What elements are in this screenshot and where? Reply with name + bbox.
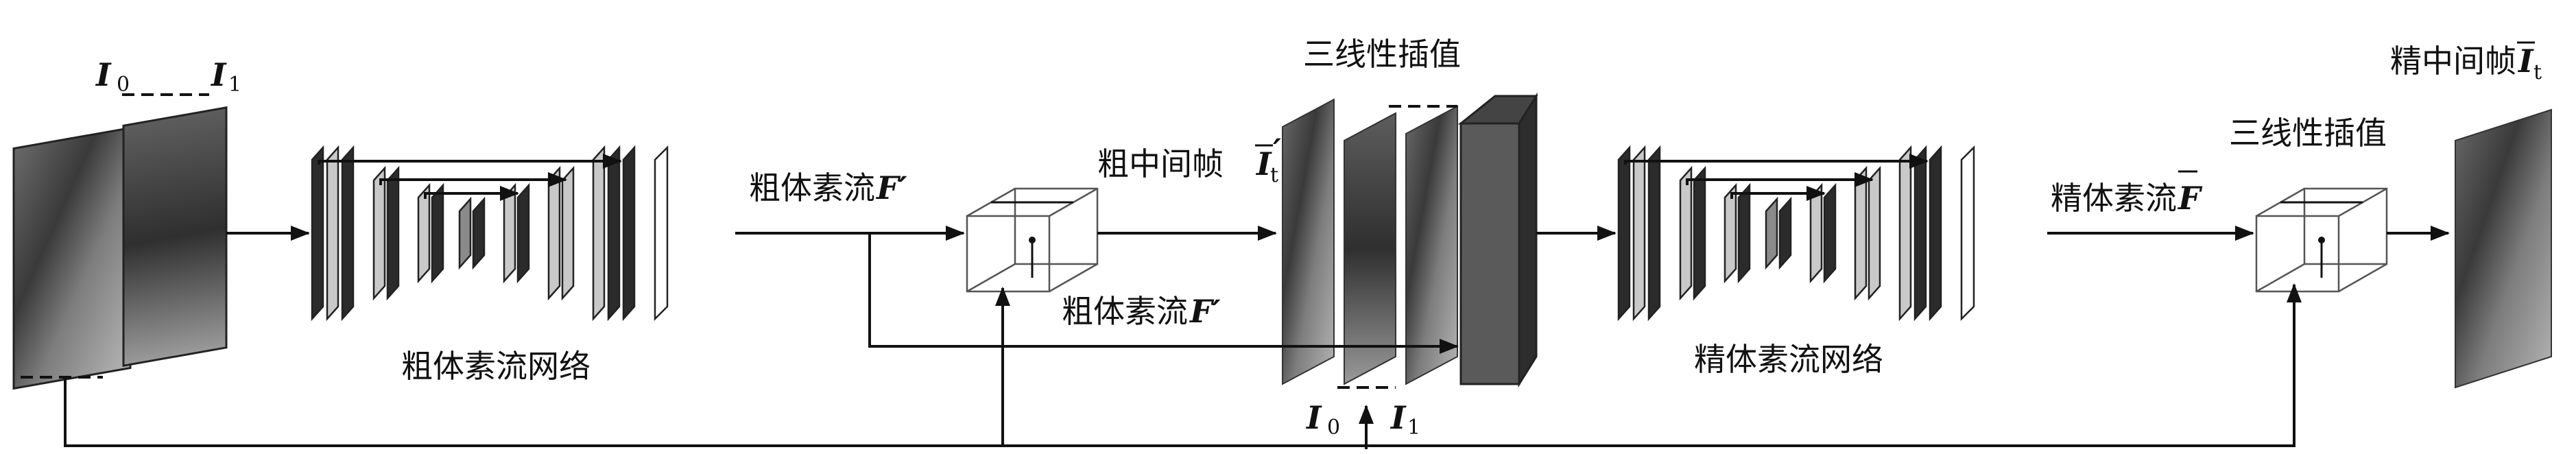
- fine-flow-symbol: F: [2177, 180, 2203, 217]
- network-layer: [561, 165, 575, 301]
- network-layer: [472, 196, 486, 270]
- network-layer: [1693, 165, 1706, 301]
- skip-connection: [1730, 186, 1826, 201]
- skip-connection: [424, 186, 519, 201]
- input-i0-label: I: [95, 56, 112, 93]
- network-layer: [1632, 145, 1646, 322]
- network-layer: [1913, 145, 1927, 322]
- trilinear-cube-1: [966, 187, 1099, 293]
- bottom-skip-line: [64, 283, 2302, 447]
- coarse-mid-symbol: I: [1255, 145, 1272, 182]
- coarse-network-label: 粗体素流网络: [401, 348, 591, 385]
- trilinear-label-right: 三线性插值: [2229, 115, 2387, 152]
- input-i0-sub: 0: [117, 73, 130, 97]
- network-layer: [1765, 196, 1778, 270]
- network-layer: [1929, 145, 1942, 322]
- network-layer: [386, 165, 400, 301]
- bottom-i1-label: I: [1390, 399, 1407, 436]
- network-layer: [592, 145, 606, 322]
- network-layer: [1679, 165, 1693, 301]
- coarse-mid-frames: [1282, 92, 1538, 389]
- network-layer: [503, 182, 516, 284]
- skip-connection: [379, 172, 567, 187]
- network-layer: [1898, 145, 1912, 322]
- bottom-i1-sub: 1: [1407, 416, 1420, 440]
- trilinear-cube-2: [2255, 187, 2388, 293]
- network-layer: [458, 196, 472, 270]
- coarse-flow-label-2: 粗体素流: [1062, 293, 1188, 330]
- network-layer: [1737, 182, 1751, 284]
- input-frame-i1: [122, 106, 228, 368]
- coarse-mid-prime: ′: [1273, 132, 1281, 169]
- fine-voxel-flow-network: [1617, 145, 1975, 322]
- skip-connection: [1686, 172, 1874, 187]
- input-frame-i0: [12, 126, 132, 390]
- input-i1-sub: 1: [228, 73, 241, 97]
- network-layer: [1617, 145, 1631, 322]
- coarse-flow-symbol-2: F′: [1189, 293, 1221, 330]
- network-layer: [372, 165, 386, 301]
- bottom-i0-sub: 0: [1327, 416, 1340, 440]
- network-layer: [1823, 182, 1837, 284]
- network-layer: [417, 182, 431, 284]
- coarse-flow-symbol: F′: [875, 169, 907, 206]
- fine-mid-sub: t: [2533, 60, 2542, 84]
- network-layer: [622, 145, 636, 322]
- network-layer: [547, 165, 561, 301]
- skip-connection: [318, 154, 622, 169]
- coarse-flow-label: 粗体素流: [749, 169, 875, 206]
- fine-network-label: 精体素流网络: [1694, 341, 1883, 378]
- skip-connection: [1624, 154, 1929, 169]
- network-layer: [1724, 182, 1737, 284]
- network-layer: [1854, 165, 1868, 301]
- network-layer: [1868, 165, 1881, 301]
- input-frames: I 0 I 1: [12, 56, 241, 390]
- network-layer: [311, 145, 324, 322]
- coarse-mid-sub: t: [1270, 163, 1278, 187]
- mid-frame-2: [1344, 112, 1396, 385]
- network-layer: [341, 145, 355, 322]
- trilinear-label-top: 三线性插值: [1303, 36, 1461, 73]
- network-layer: [654, 145, 669, 322]
- network-layer: [607, 145, 621, 322]
- network-layer: [1809, 182, 1823, 284]
- mid-frame-1: [1282, 98, 1335, 385]
- coarse-mid-label: 粗中间帧: [1097, 145, 1224, 182]
- fine-mid-symbol: I: [2517, 43, 2534, 80]
- network-layer: [1778, 196, 1792, 270]
- coarse-voxel-flow-network: [311, 145, 669, 322]
- network-layer: [1647, 145, 1661, 322]
- fine-mid-label: 精中间帧: [2390, 43, 2516, 80]
- coarse-flow-skip-path: [868, 233, 1459, 354]
- network-layer: [431, 182, 444, 284]
- network-layer: [516, 182, 530, 284]
- fusion-block-side: [1518, 92, 1538, 388]
- output-fine-mid-frame: [2455, 108, 2552, 389]
- bottom-i0-label: I: [1305, 399, 1322, 436]
- network-layer: [1960, 145, 1975, 322]
- network-layer: [326, 145, 339, 322]
- input-i1-label: I: [210, 56, 227, 93]
- mid-frame-3: [1405, 105, 1458, 385]
- fine-flow-label: 精体素流: [2051, 180, 2177, 217]
- fusion-block-front: [1459, 122, 1520, 385]
